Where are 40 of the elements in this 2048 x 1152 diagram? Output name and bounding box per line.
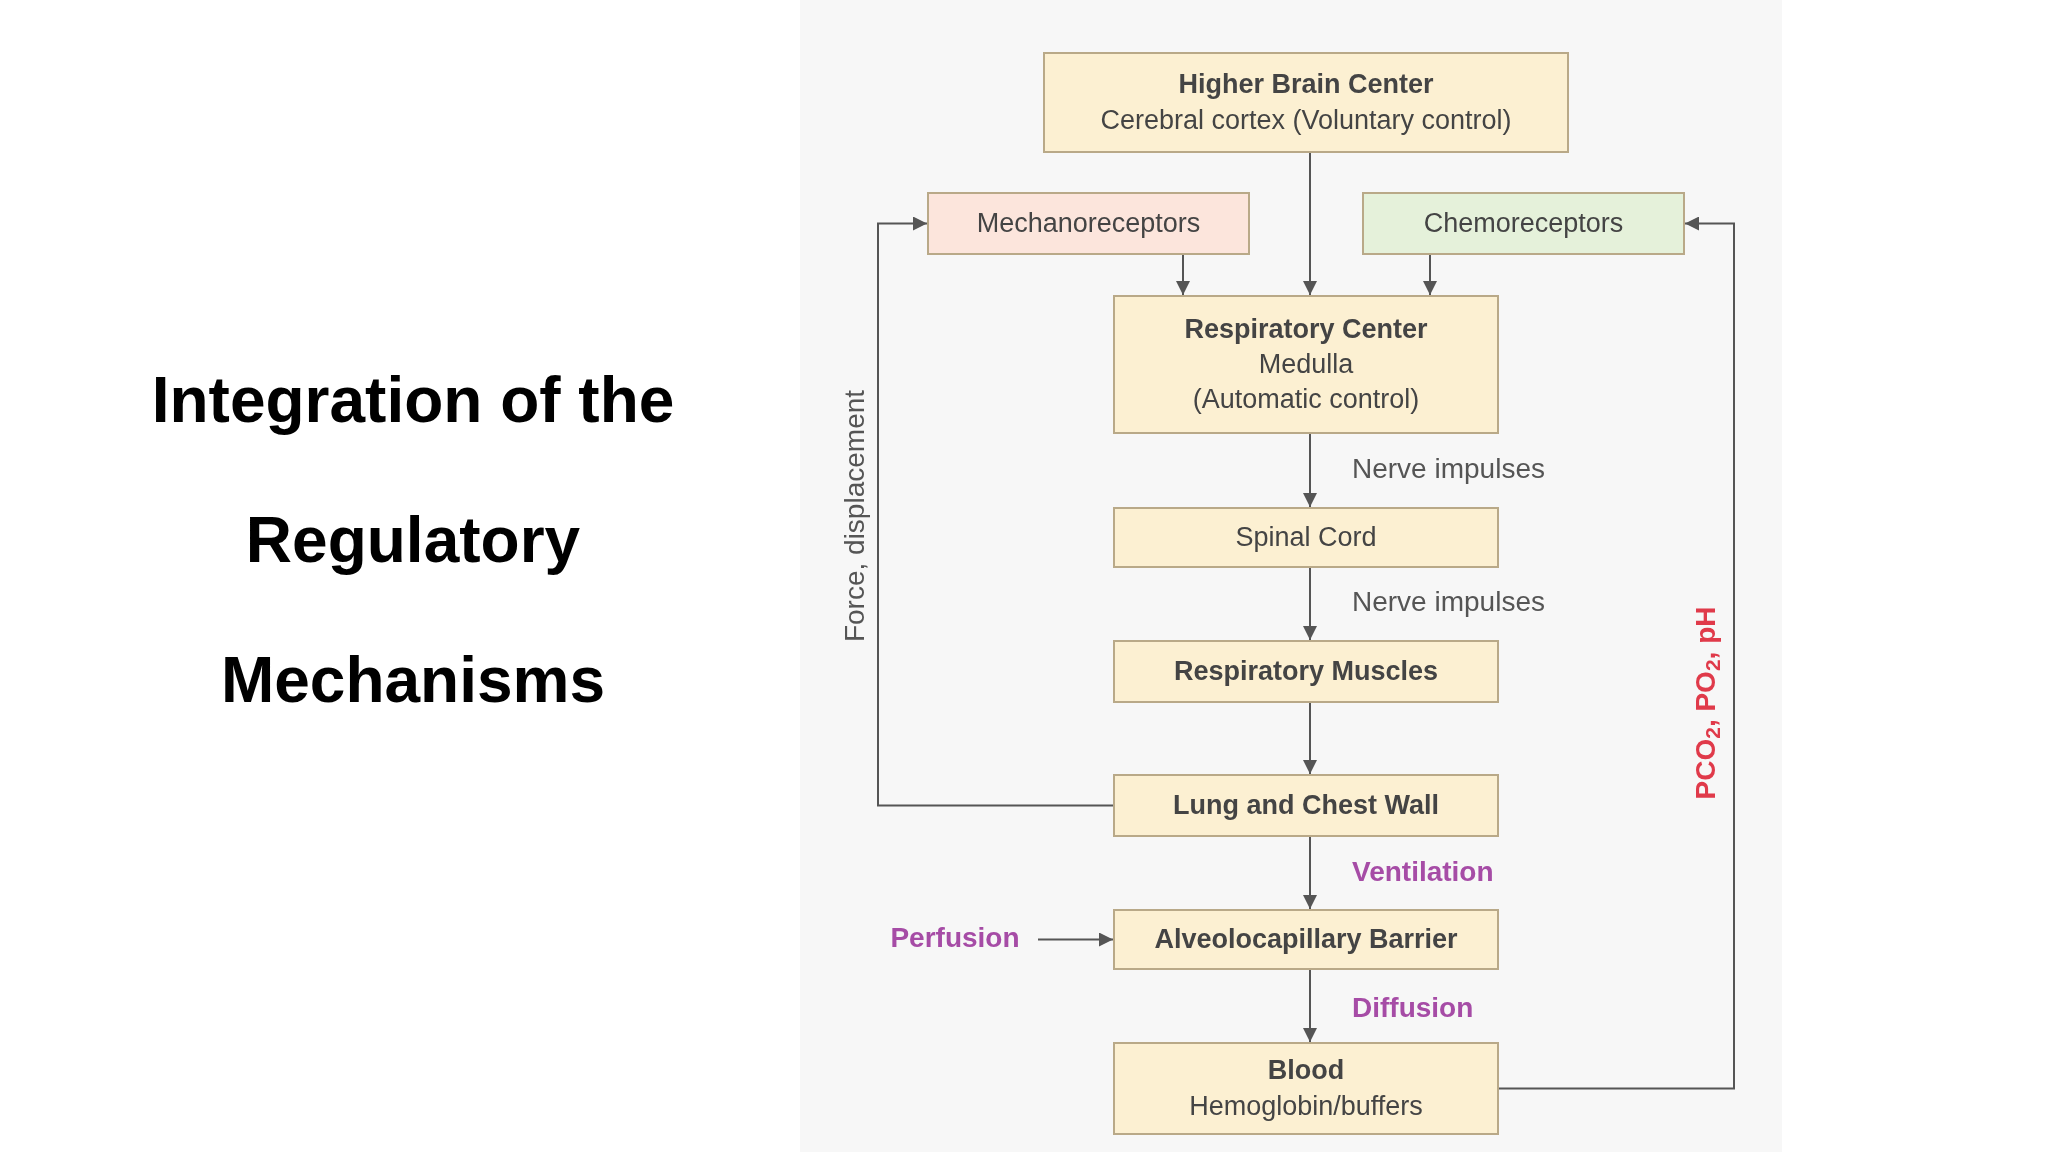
slide-title: Integration of the Regulatory Mechanisms — [150, 363, 676, 718]
arrow — [1303, 152, 1317, 296]
box-heading: Spinal Cord — [1235, 520, 1377, 554]
arrow — [1303, 433, 1317, 508]
edge-label: Ventilation — [1352, 855, 1494, 889]
process-box — [1113, 295, 1499, 434]
process-box — [1043, 52, 1569, 153]
arrow — [1176, 254, 1190, 296]
process-box — [1113, 774, 1499, 837]
box-heading: Mechanoreceptors — [976, 206, 1201, 240]
process-box — [1362, 192, 1685, 255]
process-box — [927, 192, 1250, 255]
box-heading: Respiratory Muscles — [1173, 654, 1439, 688]
box-heading: Blood — [1267, 1054, 1345, 1088]
box-heading: Respiratory Center — [1184, 312, 1428, 346]
process-box — [1113, 507, 1499, 568]
arrow — [1423, 254, 1437, 296]
edge-label: Diffusion — [1352, 991, 1474, 1025]
box-heading: Chemoreceptors — [1423, 206, 1624, 240]
box-heading: Lung and Chest Wall — [1173, 788, 1439, 822]
arrow — [1303, 702, 1317, 775]
box-heading: Higher Brain Center — [1178, 68, 1434, 102]
process-box — [1113, 909, 1499, 970]
arrow — [1498, 216, 1735, 1090]
box-heading: Alveolocapillary Barrier — [1154, 922, 1458, 956]
edge-label: Nerve impulses — [1352, 585, 1545, 619]
arrow — [877, 216, 1114, 807]
box-text: Medulla — [1258, 347, 1354, 381]
arrow — [1303, 969, 1317, 1043]
edge-label: Force, displacement — [838, 389, 871, 643]
arrow — [1037, 932, 1114, 947]
process-box — [1113, 1042, 1499, 1135]
arrow — [1303, 836, 1317, 910]
flow-label: Perfusion — [880, 917, 1030, 959]
box-text: (Automatic control) — [1192, 383, 1420, 417]
box-text: Hemoglobin/buffers — [1189, 1089, 1423, 1123]
arrow — [1303, 567, 1317, 641]
process-box — [1113, 640, 1499, 703]
box-text: Cerebral cortex (Voluntary control) — [1100, 103, 1512, 137]
edge-label: Nerve impulses — [1352, 452, 1545, 486]
